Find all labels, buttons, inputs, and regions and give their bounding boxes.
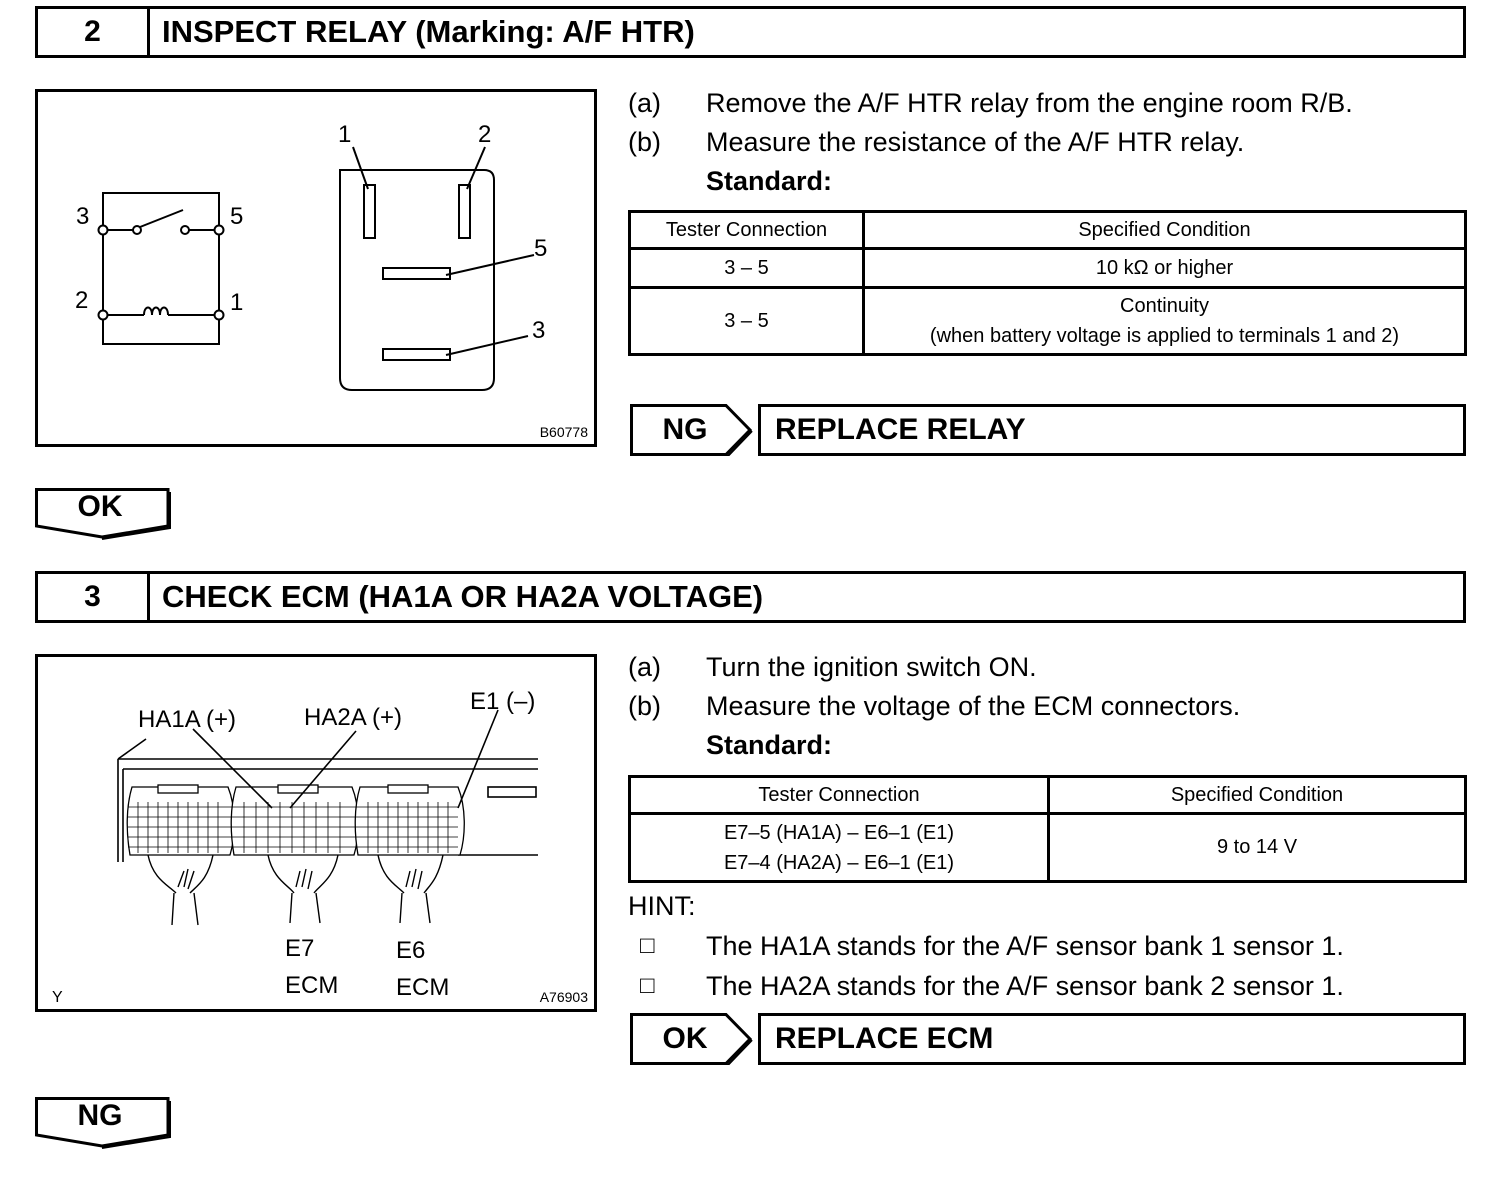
step3-number: 3 — [38, 574, 150, 620]
connection-line: E7–4 (HA2A) – E6–1 (E1) — [723, 851, 955, 874]
ok-arrow-icon — [630, 1013, 753, 1065]
ng-label: NG — [77, 1099, 123, 1132]
coil-symbol — [143, 306, 169, 316]
step3-ng-tab: NG — [35, 1097, 171, 1149]
condition-main: Continuity — [1120, 295, 1209, 317]
step2-instructions: (a) Remove the A/F HTR relay from the en… — [628, 84, 1353, 201]
ecm-figure-code: A76903 — [539, 989, 588, 1005]
instruction-label: (a) — [628, 652, 661, 682]
instruction-text: Remove the A/F HTR relay from the engine… — [706, 88, 1353, 118]
hint-text: The HA2A stands for the A/F sensor bank … — [706, 971, 1344, 1001]
checkbox-bullet-icon: □ — [640, 932, 655, 959]
ecm-housing — [117, 738, 538, 862]
relay-figure-code: B60778 — [539, 424, 588, 440]
ok-label: OK — [662, 1022, 708, 1055]
relay-pin-1 — [363, 184, 376, 239]
e6-ecm-label: ECM — [396, 974, 449, 1001]
relay-label-3: 3 — [532, 317, 545, 344]
table-header-condition: Specified Condition — [1047, 775, 1467, 815]
step3-title: CHECK ECM (HA1A OR HA2A VOLTAGE) — [162, 579, 764, 614]
e6-label: E6 — [396, 937, 425, 964]
step3-spec-table: Tester Connection Specified Condition E7… — [628, 775, 1467, 883]
instruction-text: Measure the resistance of the A/F HTR re… — [706, 127, 1245, 157]
schematic-label-5: 5 — [230, 203, 243, 230]
wire-harnesses — [147, 854, 444, 926]
schematic-label-1: 1 — [230, 289, 243, 316]
step2-number: 2 — [38, 9, 150, 55]
table-cell-condition: Continuity (when battery voltage is appl… — [862, 286, 1467, 356]
ng-label: NG — [662, 413, 708, 446]
relay-pin-3 — [382, 348, 451, 361]
replace-ecm-box: REPLACE ECM — [758, 1013, 1466, 1065]
ok-label: OK — [77, 490, 123, 523]
relay-pin-5 — [382, 267, 451, 280]
ha1a-label: HA1A (+) — [138, 706, 236, 733]
down-arrow-icon — [35, 1097, 171, 1149]
step3-instruction-b: (b) Measure the voltage of the ECM conne… — [628, 687, 1240, 726]
down-arrow-icon — [35, 488, 171, 540]
ecm-figure: HA1A (+) HA2A (+) E1 (–) E7 ECM E6 ECM Y… — [35, 654, 597, 1012]
schematic-label-2: 2 — [75, 287, 88, 314]
callout-lines — [192, 709, 499, 809]
step2-standard-label: Standard: — [706, 166, 833, 196]
table-cell-condition: 9 to 14 V — [1047, 812, 1467, 883]
table-row: E7–5 (HA1A) – E6–1 (E1) E7–4 (HA2A) – E6… — [628, 812, 1467, 883]
checkbox-bullet-icon: □ — [640, 972, 655, 999]
ecm-connector-diagram: HA1A (+) HA2A (+) E1 (–) E7 ECM E6 ECM Y — [52, 688, 538, 1006]
connection-line: E7–5 (HA1A) – E6–1 (E1) — [723, 821, 955, 844]
relay-label-1: 1 — [338, 121, 351, 148]
instruction-label: (b) — [628, 691, 661, 721]
relay-label-2: 2 — [478, 121, 491, 148]
switch-contact — [139, 209, 184, 228]
table-header-row: Tester Connection Specified Condition — [628, 775, 1467, 815]
hint-label: HINT: — [628, 891, 696, 921]
ecm-connectors — [126, 784, 465, 856]
step2-header: 2 INSPECT RELAY (Marking: A/F HTR) — [35, 6, 1466, 58]
ha2a-label: HA2A (+) — [304, 704, 402, 731]
relay-pin-2 — [458, 184, 471, 239]
step3-instruction-a: (a) Turn the ignition switch ON. — [628, 648, 1240, 687]
table-row: 3 – 5 10 kΩ or higher — [628, 247, 1467, 289]
e7-label: E7 — [285, 935, 314, 962]
condition-note: (when battery voltage is applied to term… — [929, 325, 1400, 347]
hint-text: The HA1A stands for the A/F sensor bank … — [706, 931, 1344, 961]
table-row: 3 – 5 Continuity (when battery voltage i… — [628, 286, 1467, 356]
instruction-label: (b) — [628, 127, 661, 157]
relay-figure: 3 5 2 1 1 2 5 3 B60778 — [35, 89, 597, 447]
table-cell-connection: 3 – 5 — [628, 286, 865, 356]
step2-instruction-a: (a) Remove the A/F HTR relay from the en… — [628, 84, 1353, 123]
e1-label: E1 (–) — [470, 688, 535, 715]
instruction-text: Turn the ignition switch ON. — [706, 652, 1037, 682]
step3-hint: HINT: □ The HA1A stands for the A/F sens… — [628, 886, 1344, 1006]
instruction-label: (a) — [628, 88, 661, 118]
relay-body — [339, 146, 535, 391]
step3-instructions: (a) Turn the ignition switch ON. (b) Mea… — [628, 648, 1240, 765]
relay-schematic — [97, 192, 225, 345]
table-header-row: Tester Connection Specified Condition — [628, 210, 1467, 250]
table-cell-condition: 10 kΩ or higher — [862, 247, 1467, 289]
e7-ecm-label: ECM — [285, 972, 338, 999]
step2-spec-table: Tester Connection Specified Condition 3 … — [628, 210, 1467, 356]
step3-header: 3 CHECK ECM (HA1A OR HA2A VOLTAGE) — [35, 571, 1466, 623]
table-header-condition: Specified Condition — [862, 210, 1467, 250]
schematic-label-3: 3 — [76, 203, 89, 230]
table-header-connection: Tester Connection — [628, 210, 865, 250]
connector-grid — [128, 802, 458, 853]
step3-standard-label: Standard: — [706, 730, 833, 760]
schematic-frame — [102, 192, 220, 345]
table-cell-connection: E7–5 (HA1A) – E6–1 (E1) E7–4 (HA2A) – E6… — [628, 812, 1050, 883]
step2-title: INSPECT RELAY (Marking: A/F HTR) — [162, 14, 695, 49]
table-cell-connection: 3 – 5 — [628, 247, 865, 289]
hint-item: □ The HA1A stands for the A/F sensor ban… — [628, 926, 1344, 966]
hint-item: □ The HA2A stands for the A/F sensor ban… — [628, 966, 1344, 1006]
step2-ok-tab: OK — [35, 488, 171, 540]
step2-instruction-b: (b) Measure the resistance of the A/F HT… — [628, 123, 1353, 162]
corner-mark: Y — [52, 989, 63, 1006]
relay-label-5: 5 — [534, 235, 547, 262]
relay-diagram: 3 5 2 1 1 2 5 3 — [75, 121, 547, 391]
replace-relay-box: REPLACE RELAY — [758, 404, 1466, 456]
ng-arrow-icon — [630, 404, 753, 456]
table-header-connection: Tester Connection — [628, 775, 1050, 815]
instruction-text: Measure the voltage of the ECM connector… — [706, 691, 1241, 721]
